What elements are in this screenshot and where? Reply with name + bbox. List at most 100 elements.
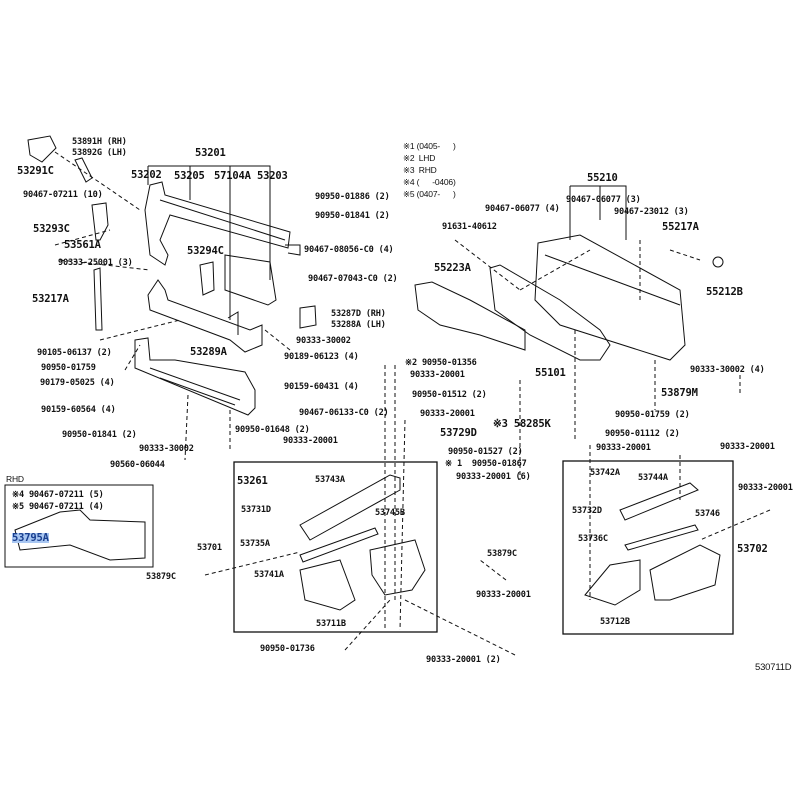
- part-label-53891H[interactable]: 53891H (RH): [72, 137, 127, 147]
- part-label-90333-30002-b[interactable]: 90333-30002: [139, 444, 194, 454]
- part-label-53293C[interactable]: 53293C: [33, 223, 70, 235]
- part-label-53289A[interactable]: 53289A: [190, 346, 227, 358]
- part-label-90950-01112[interactable]: 90950-01112 (2): [605, 429, 680, 439]
- part-label-53736C[interactable]: 53736C: [578, 534, 608, 544]
- part-53217A: [93, 267, 103, 331]
- rhd-box-title: RHD: [6, 474, 24, 484]
- part-label-53879C-b[interactable]: 53879C: [487, 549, 517, 559]
- part-label-90950-01841-b[interactable]: 90950-01841 (2): [62, 430, 137, 440]
- part-label-53731D[interactable]: 53731D: [241, 505, 271, 515]
- part-label-90159-60564[interactable]: 90159-60564 (4): [41, 405, 116, 415]
- part-label-90333-20001-6[interactable]: 90333-20001 (6): [456, 472, 531, 482]
- part-label-90467-07211-4[interactable]: ※5 90467-07211 (4): [12, 502, 104, 512]
- part-label-53879C-a[interactable]: 53879C: [146, 572, 176, 582]
- part-53293C: [91, 202, 109, 241]
- part-label-90333-30002-a[interactable]: 90333-30002: [296, 336, 351, 346]
- part-53732D: [619, 482, 699, 521]
- part-lower-support: [147, 279, 263, 353]
- part-label-90467-07043[interactable]: 90467-07043-C0 (2): [308, 274, 398, 284]
- part-label-53201[interactable]: 53201: [195, 147, 226, 159]
- part-label-90950-01867[interactable]: ※ 1 90950-01867: [445, 459, 527, 469]
- part-label-53892G[interactable]: 53892G (LH): [72, 148, 127, 158]
- part-label-55217A[interactable]: 55217A: [662, 221, 699, 233]
- part-label-53746[interactable]: 53746: [695, 509, 720, 519]
- part-label-90189-06123[interactable]: 90189-06123 (4): [284, 352, 359, 362]
- part-label-90333-30002-4[interactable]: 90333-30002 (4): [690, 365, 765, 375]
- part-label-90467-07211-10[interactable]: 90467-07211 (10): [23, 190, 103, 200]
- part-label-90333-20001-d[interactable]: 90333-20001: [596, 443, 651, 453]
- part-label-53202[interactable]: 53202: [131, 169, 162, 181]
- part-label-53732D[interactable]: 53732D: [572, 506, 602, 516]
- part-label-53702[interactable]: 53702: [737, 543, 768, 555]
- part-label-55210[interactable]: 55210: [587, 172, 618, 184]
- part-label-53744A[interactable]: 53744A: [638, 473, 668, 483]
- part-label-90950-01512[interactable]: 90950-01512 (2): [412, 390, 487, 400]
- part-label-53261[interactable]: 53261: [237, 475, 268, 487]
- part-label-55223A[interactable]: 55223A: [434, 262, 471, 274]
- part-label-90159-60431[interactable]: 90159-60431 (4): [284, 382, 359, 392]
- part-label-53203[interactable]: 53203: [257, 170, 288, 182]
- part-label-90179-05025[interactable]: 90179-05025 (4): [40, 378, 115, 388]
- part-label-53712B[interactable]: 53712B: [600, 617, 630, 627]
- part-label-90467-06133[interactable]: 90467-06133-C0 (2): [299, 408, 389, 418]
- part-label-90467-06077-4[interactable]: 90467-06077 (4): [485, 204, 560, 214]
- part-label-53741A[interactable]: 53741A: [254, 570, 284, 580]
- part-53201-radiator-support: [144, 181, 301, 306]
- part-label-90467-08056[interactable]: 90467-08056-C0 (4): [304, 245, 394, 255]
- part-label-55212B[interactable]: 55212B: [706, 286, 743, 298]
- box-53702: [562, 460, 734, 635]
- part-label-90950-01759-a[interactable]: 90950-01759: [41, 363, 96, 373]
- part-label-53288A[interactable]: 53288A (LH): [331, 320, 386, 330]
- part-label-90950-01759-b[interactable]: 90950-01759 (2): [615, 410, 690, 420]
- part-label-53561A[interactable]: 53561A: [64, 239, 101, 251]
- part-label-53795A-highlighted[interactable]: 53795A: [12, 532, 49, 544]
- part-label-90950-01886[interactable]: 90950-01886 (2): [315, 192, 390, 202]
- part-label-90950-01356[interactable]: ※2 90950-01356: [405, 358, 477, 368]
- part-label-90950-01841-a[interactable]: 90950-01841 (2): [315, 211, 390, 221]
- part-label-90333-20001-a[interactable]: 90333-20001: [283, 436, 338, 446]
- part-label-90333-20001-e[interactable]: 90333-20001: [720, 442, 775, 452]
- part-label-90333-25001[interactable]: 90333-25001 (3): [58, 258, 133, 268]
- diagram-code: 530711D: [755, 662, 792, 673]
- part-label-90333-20001-f[interactable]: 90333-20001: [738, 483, 793, 493]
- part-label-53879M[interactable]: 53879M: [661, 387, 698, 399]
- part-label-53711B[interactable]: 53711B: [316, 619, 346, 629]
- part-label-90333-20001-b[interactable]: 90333-20001: [410, 370, 465, 380]
- part-label-53742A[interactable]: 53742A: [590, 468, 620, 478]
- part-label-53205[interactable]: 53205: [174, 170, 205, 182]
- part-label-91631-40612[interactable]: 91631-40612: [442, 222, 497, 232]
- part-label-53291C[interactable]: 53291C: [17, 165, 54, 177]
- note-5: ※5 (0407- ): [403, 189, 456, 199]
- part-53735A: [299, 527, 379, 563]
- part-label-90467-06077-3[interactable]: 90467-06077 (3): [566, 195, 641, 205]
- part-53736C: [624, 524, 699, 551]
- part-label-90333-20001-g[interactable]: 90333-20001: [476, 590, 531, 600]
- part-label-57104A[interactable]: 57104A: [214, 170, 251, 182]
- part-53711B: [299, 559, 356, 611]
- part-label-58285K[interactable]: ※3 58285K: [493, 418, 551, 430]
- part-label-53287D[interactable]: 53287D (RH): [331, 309, 386, 319]
- part-label-53729D[interactable]: 53729D: [440, 427, 477, 439]
- part-label-53294C[interactable]: 53294C: [187, 245, 224, 257]
- part-label-53735A[interactable]: 53735A: [240, 539, 270, 549]
- part-label-90950-01736[interactable]: 90950-01736: [260, 644, 315, 654]
- part-label-90333-20001-c[interactable]: 90333-20001: [420, 409, 475, 419]
- part-label-90950-01527[interactable]: 90950-01527 (2): [448, 447, 523, 457]
- part-label-90333-20001-2[interactable]: 90333-20001 (2): [426, 655, 501, 665]
- part-label-53701[interactable]: 53701: [197, 543, 222, 553]
- part-label-90105-06137[interactable]: 90105-06137 (2): [37, 348, 112, 358]
- part-label-90560-06044[interactable]: 90560-06044: [110, 460, 165, 470]
- part-label-90950-01648[interactable]: 90950-01648 (2): [235, 425, 310, 435]
- part-55210-dash-panel: [534, 234, 686, 361]
- part-label-53745B[interactable]: 53745B: [375, 508, 405, 518]
- part-53891H: [27, 135, 57, 163]
- part-53712B: [584, 559, 641, 606]
- part-label-55101[interactable]: 55101: [535, 367, 566, 379]
- part-label-53743A[interactable]: 53743A: [315, 475, 345, 485]
- part-label-90467-23012[interactable]: 90467-23012 (3): [614, 207, 689, 217]
- part-label-53217A[interactable]: 53217A: [32, 293, 69, 305]
- part-label-90467-07211-5[interactable]: ※4 90467-07211 (5): [12, 490, 104, 500]
- note-4: ※4 ( -0406): [403, 177, 456, 187]
- part-apron-right: [649, 544, 721, 601]
